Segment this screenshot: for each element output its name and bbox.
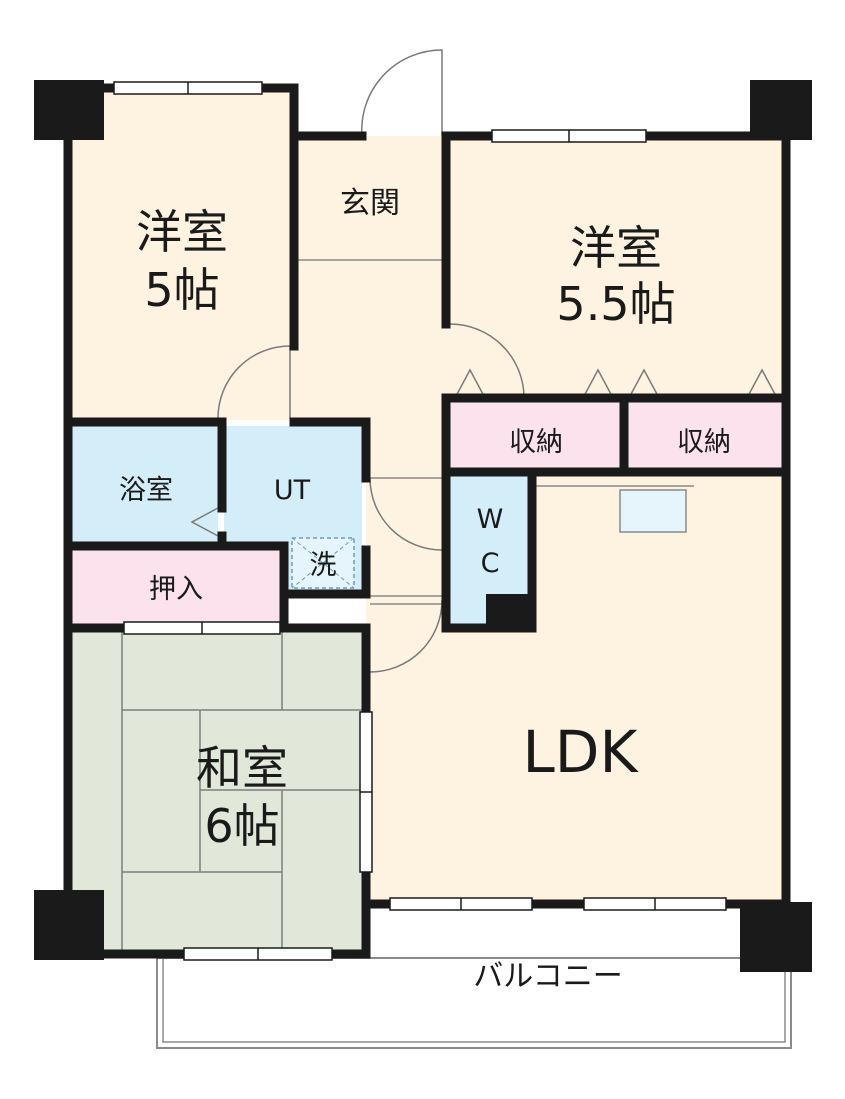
- column: [750, 80, 812, 140]
- western-room-55-fill: [446, 136, 786, 400]
- column: [34, 80, 104, 140]
- bathroom-label: 浴室: [119, 475, 173, 506]
- hallway-fill: [294, 262, 446, 422]
- room-labels: 洋室 5帖 玄関 洋室 5.5帖 収納 収納 浴室 UT 洗 W C 押入 和室…: [119, 186, 731, 994]
- column: [34, 890, 104, 960]
- closet-door-mark: [583, 368, 613, 397]
- bath-door-mark: [190, 507, 219, 537]
- closet-a-label: 収納: [509, 427, 563, 458]
- tatami-lines: [121, 630, 366, 954]
- japanese-room-name: 和室: [196, 741, 288, 795]
- balcony: [156, 957, 792, 1049]
- western-room-55-size: 5.5帖: [556, 277, 675, 331]
- entrance-label: 玄関: [340, 186, 400, 221]
- ldk-door-arc: [369, 599, 443, 673]
- utility-door-arc: [369, 477, 443, 551]
- column: [740, 902, 812, 972]
- washer-box: [291, 537, 355, 589]
- washer-label: 洗: [310, 550, 337, 581]
- columns: [34, 80, 812, 972]
- entrance-door-arc: [361, 49, 443, 137]
- room-fills: [68, 88, 786, 954]
- closet-a-fill: [450, 400, 622, 470]
- oshiire-fill: [68, 546, 280, 626]
- ldk-label: LDK: [522, 718, 639, 786]
- western-room-55-name: 洋室: [570, 221, 662, 275]
- closet-b-fill: [626, 400, 782, 470]
- sink: [619, 489, 687, 533]
- western-55-door-arc: [449, 323, 525, 399]
- toilet-label-w: W: [477, 504, 504, 535]
- toilet-label-c: C: [481, 548, 500, 579]
- western-room-5-name: 洋室: [136, 205, 228, 259]
- oshiire-label: 押入: [149, 574, 203, 605]
- thin-partitions: [296, 259, 694, 605]
- closet-door-mark: [747, 368, 777, 397]
- ldk-fill-lower: [366, 624, 784, 904]
- toilet-column: [486, 594, 532, 628]
- balcony-inner-outline: [162, 957, 786, 1043]
- washer-diagonal: [291, 537, 355, 589]
- western-room-5-fill: [68, 88, 294, 420]
- windows: [113, 81, 727, 961]
- entrance-fill: [294, 136, 446, 262]
- closet-door-marks: [190, 368, 777, 537]
- hallway-lower-fill: [366, 420, 446, 626]
- balcony-label: バルコニー: [473, 959, 622, 994]
- closet-door-mark: [455, 368, 485, 397]
- western-room-5-size: 5帖: [144, 263, 219, 317]
- japanese-room-size: 6帖: [204, 799, 279, 853]
- balcony-outline: [156, 957, 792, 1049]
- washer-diagonal: [291, 537, 355, 589]
- closet-door-mark: [629, 368, 659, 397]
- closet-b-label: 収納: [677, 427, 731, 458]
- door-swings: [217, 49, 525, 673]
- western-5-door-arc: [217, 345, 291, 419]
- utility-label: UT: [274, 475, 311, 506]
